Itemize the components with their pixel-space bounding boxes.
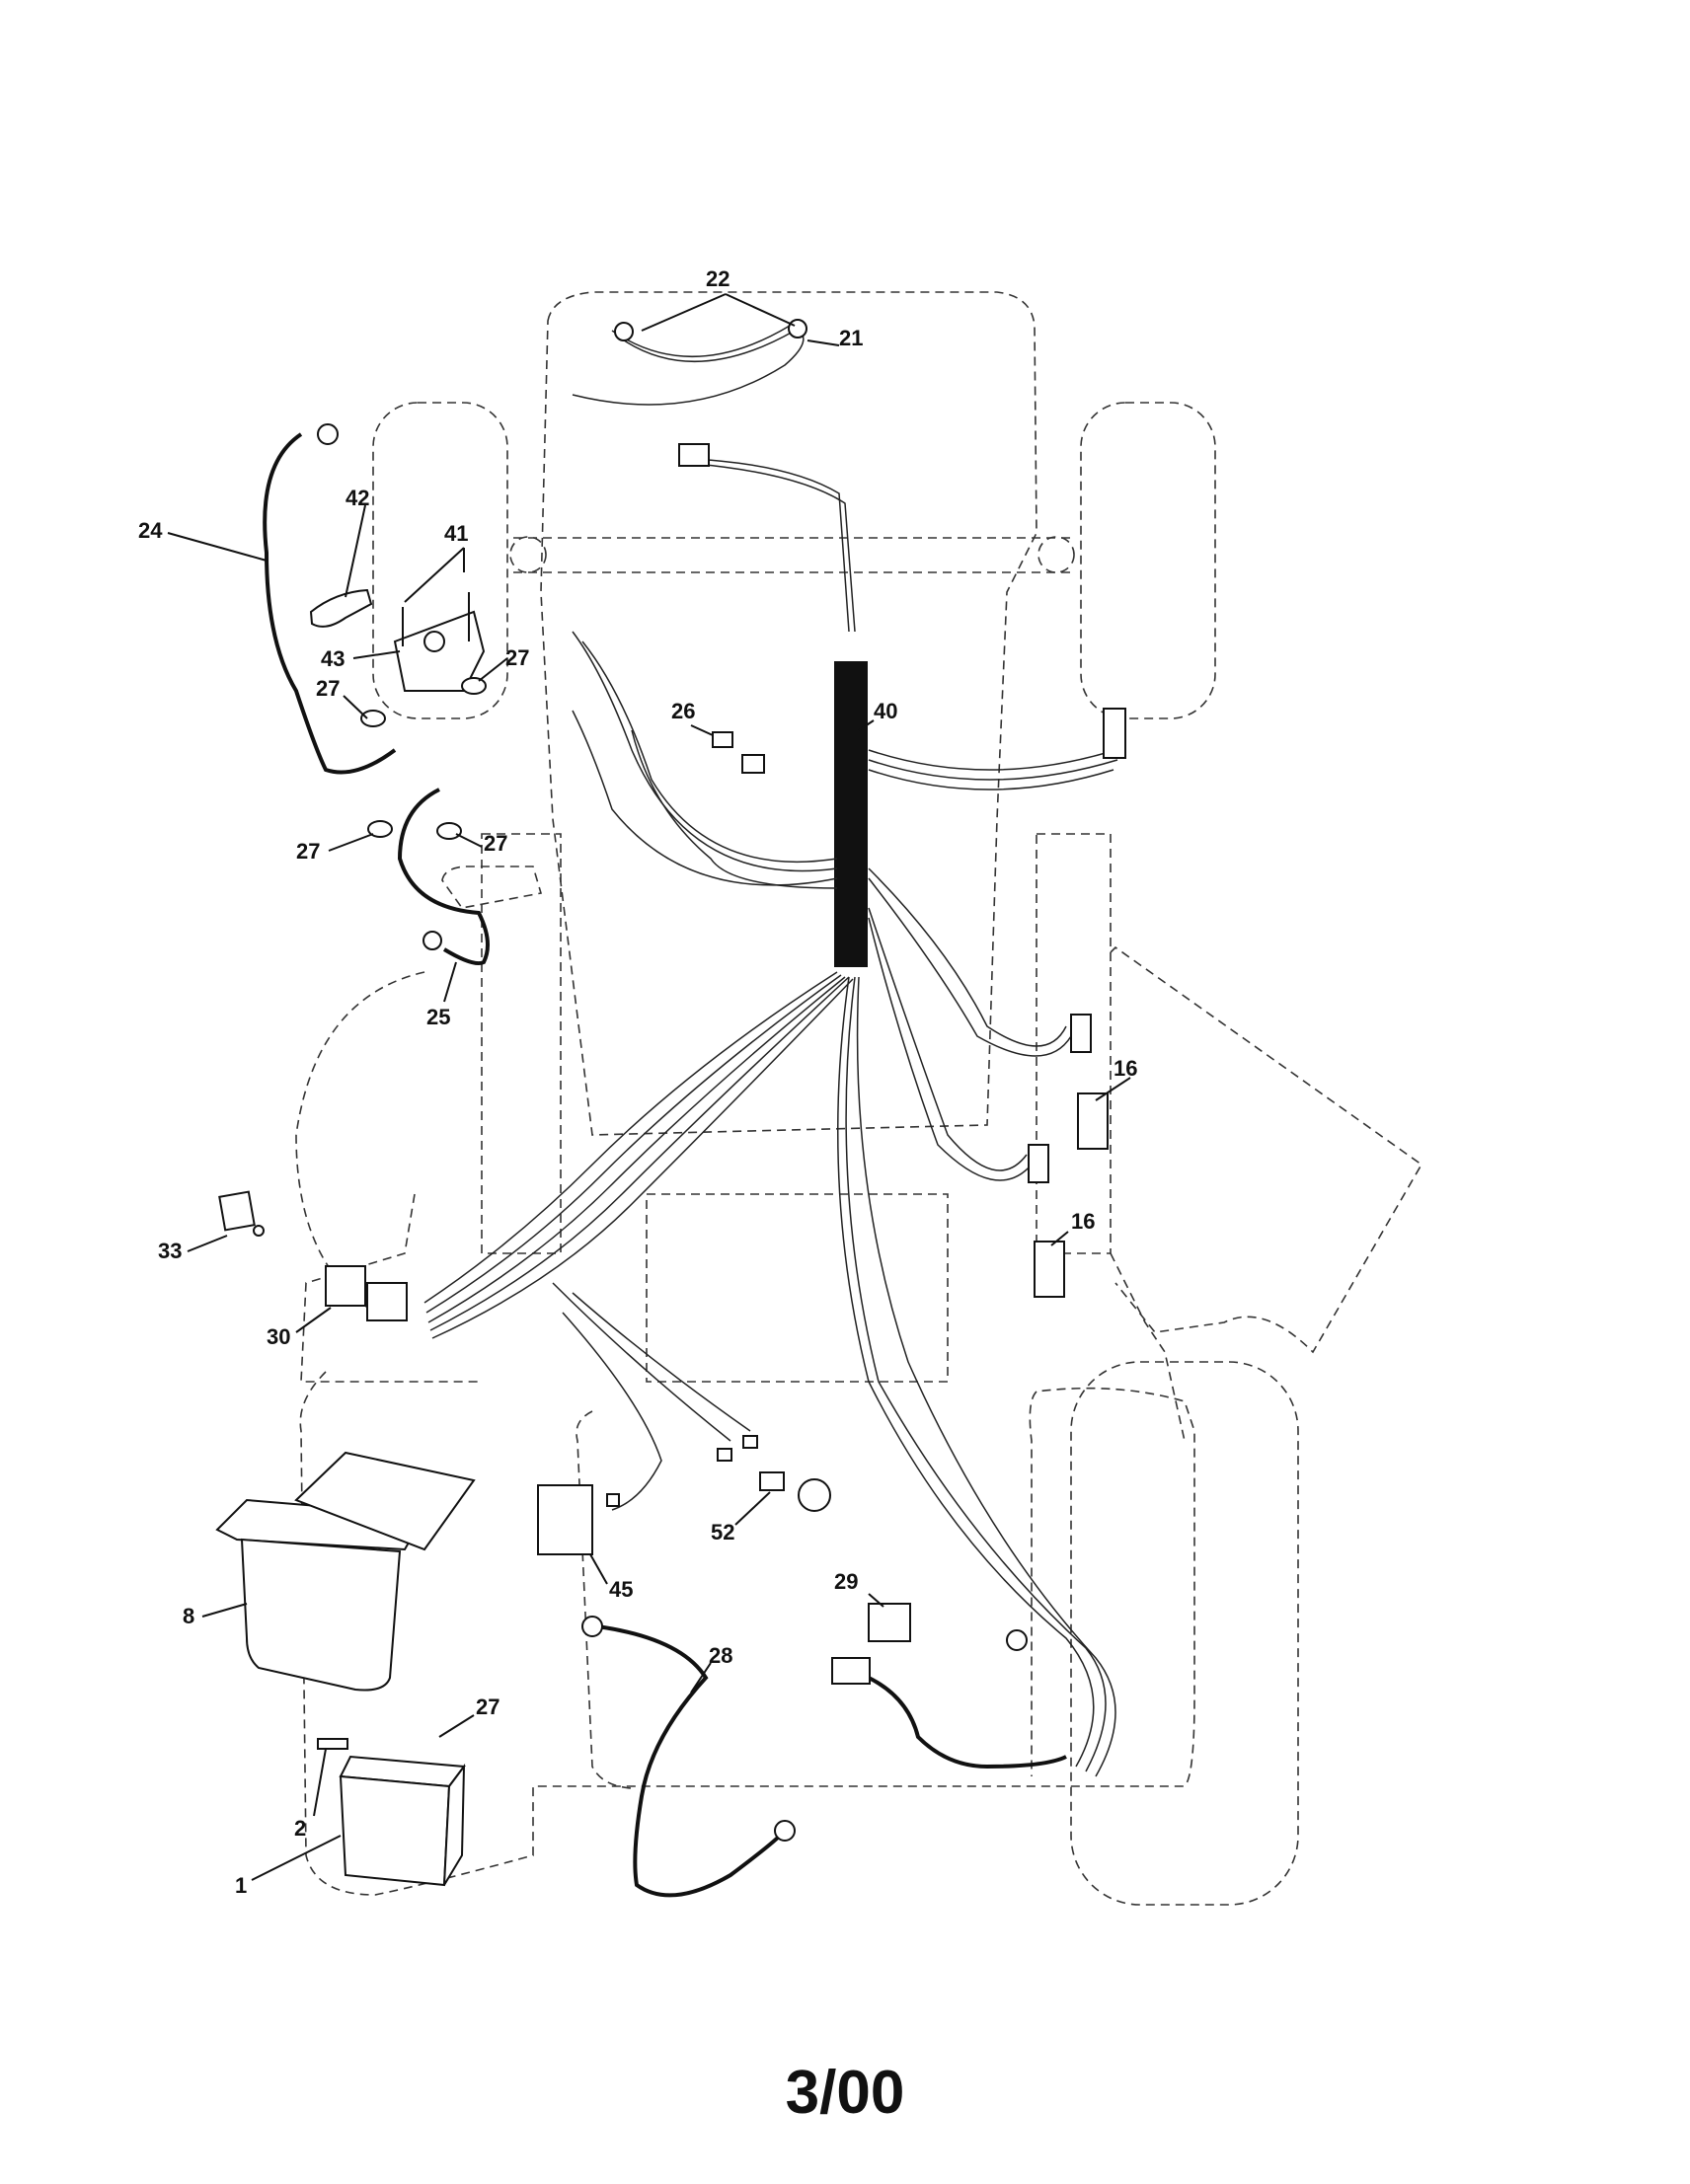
nut xyxy=(436,822,462,840)
callout-1: 1 xyxy=(235,1873,247,1898)
terminal-boot xyxy=(309,588,373,628)
callout-29: 29 xyxy=(834,1569,858,1594)
callouts: 22 21 24 42 41 43 27 27 27 27 26 40 25 1… xyxy=(138,266,1137,1898)
connector xyxy=(712,731,733,748)
callout-27: 27 xyxy=(484,831,507,856)
callout-25: 25 xyxy=(426,1005,450,1029)
callout-43: 43 xyxy=(321,646,345,671)
connector xyxy=(1103,708,1126,759)
callout-21: 21 xyxy=(839,326,863,350)
callout-33: 33 xyxy=(158,1239,182,1263)
callout-27: 27 xyxy=(476,1694,499,1719)
ignition-key xyxy=(218,1190,256,1232)
wire-harness xyxy=(423,325,1118,1777)
callout-16: 16 xyxy=(1114,1056,1137,1081)
callout-27: 27 xyxy=(296,839,320,864)
harness-loom xyxy=(834,661,868,967)
callout-28: 28 xyxy=(709,1643,732,1668)
connector xyxy=(1070,1014,1092,1053)
callout-24: 24 xyxy=(138,518,163,543)
ignition-connector xyxy=(366,1282,408,1321)
callout-27: 27 xyxy=(316,676,340,701)
callout-27: 27 xyxy=(505,645,529,670)
parts xyxy=(215,319,1126,1887)
battery xyxy=(339,1755,466,1887)
connector xyxy=(759,1471,785,1491)
pto-connector xyxy=(831,1657,871,1685)
nut xyxy=(360,710,386,727)
battery-cables xyxy=(263,432,1067,1898)
ignition-switch xyxy=(325,1265,366,1307)
callout-26: 26 xyxy=(671,699,695,723)
callout-52: 52 xyxy=(711,1520,734,1544)
headlight-bulb-left xyxy=(614,322,634,341)
tractor-outline xyxy=(295,291,1423,1906)
nut xyxy=(367,820,393,838)
starter-solenoid xyxy=(393,610,486,692)
callout-30: 30 xyxy=(267,1324,290,1349)
battery-bolt xyxy=(317,1738,348,1750)
headlight-connector xyxy=(678,443,710,467)
headlight-bulb-right xyxy=(788,319,807,339)
safety-switch-lower xyxy=(1034,1241,1065,1298)
connector xyxy=(741,754,765,774)
callout-45: 45 xyxy=(609,1577,633,1602)
date-code: 3/00 xyxy=(785,2059,905,2127)
safety-switch-upper xyxy=(1077,1092,1109,1150)
connector xyxy=(1028,1144,1049,1183)
callout-40: 40 xyxy=(874,699,897,723)
callout-22: 22 xyxy=(706,266,730,291)
callout-8: 8 xyxy=(183,1604,194,1628)
callout-2: 2 xyxy=(294,1816,306,1841)
pto-switch xyxy=(868,1603,911,1642)
callout-42: 42 xyxy=(346,486,369,510)
callout-16: 16 xyxy=(1071,1209,1095,1234)
callout-41: 41 xyxy=(444,521,468,546)
battery-box xyxy=(215,1451,476,1692)
control-module xyxy=(537,1484,593,1555)
nut xyxy=(461,677,487,695)
